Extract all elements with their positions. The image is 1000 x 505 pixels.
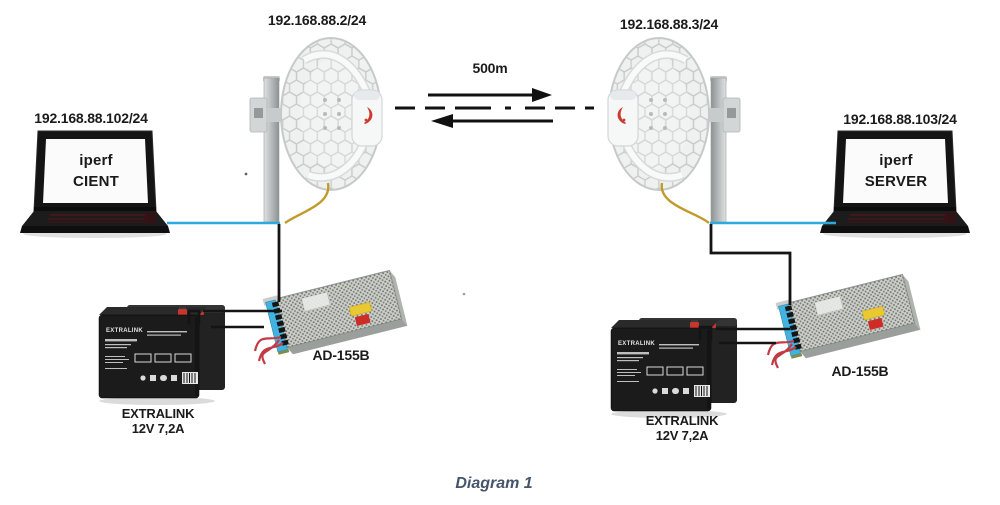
battery-wires-left (187, 309, 282, 329)
left-battery-label: EXTRALINK 12V 7,2A (88, 406, 228, 436)
server-screen-line2: SERVER (864, 172, 928, 190)
power-cable-right (709, 224, 792, 305)
client-screen-line1: iperf (79, 151, 113, 169)
left-psu-model-label: AD-155B (312, 347, 370, 363)
left-battery-brand: EXTRALINK (121, 406, 195, 421)
speck-dot (244, 172, 248, 176)
wireless-link-arrows (395, 88, 594, 128)
server-laptop: iperf SERVER (820, 127, 975, 239)
server-screen-line1: iperf (879, 151, 913, 169)
right-battery-face-brand: EXTRALINK (618, 341, 656, 347)
antenna-cable-right (660, 182, 710, 224)
arrow-left-head (431, 114, 453, 128)
left-antenna-ip-label: 192.168.88.2/24 (267, 12, 367, 28)
right-battery-brand: EXTRALINK (645, 413, 719, 428)
right-battery-label: EXTRALINK 12V 7,2A (612, 413, 752, 443)
server-laptop-screen: iperf SERVER (846, 139, 946, 203)
distance-label: 500m (472, 60, 508, 76)
speck-dot (462, 292, 466, 296)
right-battery-spec: 12V 7,2A (655, 428, 709, 443)
server-ip-label: 192.168.88.103/24 (843, 111, 957, 127)
battery-wires-right (698, 325, 790, 345)
right-battery: EXTRALINK (607, 311, 747, 419)
client-laptop-screen: iperf CIENT (46, 139, 146, 203)
left-battery: EXTRALINK (95, 298, 235, 406)
right-psu-model-label: AD-155B (831, 363, 889, 379)
diagram-caption: Diagram 1 (455, 475, 533, 492)
client-screen-line2: CIENT (73, 172, 119, 190)
left-battery-face-brand: EXTRALINK (106, 328, 144, 334)
client-laptop: iperf CIENT (20, 127, 175, 239)
right-antenna-ip-label: 192.168.88.3/24 (619, 16, 719, 32)
antenna-cable-left (284, 182, 330, 224)
left-battery-spec: 12V 7,2A (131, 421, 185, 436)
arrow-right-head (532, 88, 552, 102)
client-ip-label: 192.168.88.102/24 (34, 110, 148, 126)
